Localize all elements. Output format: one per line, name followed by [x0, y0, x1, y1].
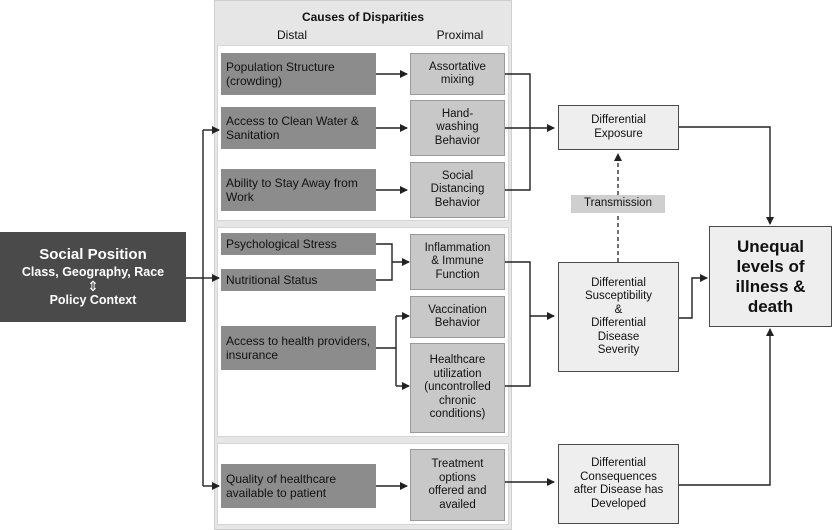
arrow-exposure-unequal — [679, 126, 774, 225]
differential-exposure-box: Differential Exposure — [558, 105, 679, 150]
inflammation-label: Inflammation & Immune Function — [424, 241, 491, 281]
differential-consequences-label: Differential Consequences after Disease … — [573, 457, 664, 510]
susceptibility-bracket — [505, 261, 531, 387]
nutritional-status-box: Nutritional Status — [221, 269, 376, 291]
handwashing-box: Hand- washing Behavior — [410, 100, 505, 156]
clean-water-box: Access to Clean Water & Sanitation — [221, 107, 376, 149]
vaccination-box: Vaccination Behavior — [410, 296, 505, 338]
proximal-header: Proximal — [436, 28, 484, 42]
assortative-mixing-label: Assortative mixing — [429, 60, 486, 87]
inflammation-box: Inflammation & Immune Function — [410, 234, 505, 290]
policy-context: Policy Context — [49, 293, 137, 307]
transmission-label: Transmission — [584, 197, 652, 210]
differential-susceptibility-box: Differential Susceptibility & Differenti… — [558, 262, 679, 372]
distal-header: Distal — [276, 28, 307, 42]
social-position-title: Social Position — [39, 246, 147, 263]
treatment-options-label: Treatment options offered and availed — [428, 458, 487, 511]
population-structure-box: Population Structure (crowding) — [221, 53, 376, 95]
updown-arrow-icon: ⇕ — [87, 278, 99, 294]
assortative-mixing-box: Assortative mixing — [410, 53, 505, 95]
vaccination-label: Vaccination Behavior — [428, 303, 487, 330]
stay-away-box: Ability to Stay Away from Work — [221, 169, 376, 211]
transmission-box: Transmission — [571, 195, 665, 213]
unequal-outcomes-label: Unequal levels of illness & death — [735, 236, 806, 316]
social-distancing-label: Social Distancing Behavior — [430, 169, 485, 209]
stress-nutrition-bracket — [376, 243, 393, 281]
healthcare-quality-box: Quality of healthcare available to patie… — [221, 464, 376, 508]
treatment-options-box: Treatment options offered and availed — [410, 449, 505, 521]
social-position-subtitle: Class, Geography, Race — [21, 265, 165, 279]
handwashing-label: Hand- washing Behavior — [434, 107, 481, 147]
exposure-bracket — [505, 73, 531, 191]
health-access-box: Access to health providers, insurance — [221, 326, 376, 370]
differential-susceptibility-label: Differential Susceptibility & Differenti… — [584, 276, 653, 357]
healthcare-utilization-label: Healthcare utilization (uncontrolled chr… — [424, 354, 491, 421]
healthcare-utilization-box: Healthcare utilization (uncontrolled chr… — [410, 343, 505, 433]
social-position-box: Social Position Class, Geography, Race ⇕… — [0, 232, 186, 322]
unequal-outcomes-box: Unequal levels of illness & death — [709, 226, 832, 327]
psych-stress-box: Psychological Stress — [221, 233, 376, 255]
differential-exposure-label: Differential Exposure — [591, 114, 646, 140]
arrow-susceptibility-unequal — [679, 274, 708, 319]
arrow-consequences-unequal — [679, 328, 774, 486]
causes-title: Causes of Disparities — [301, 10, 425, 24]
social-distancing-box: Social Distancing Behavior — [410, 162, 505, 218]
differential-consequences-box: Differential Consequences after Disease … — [558, 444, 679, 524]
